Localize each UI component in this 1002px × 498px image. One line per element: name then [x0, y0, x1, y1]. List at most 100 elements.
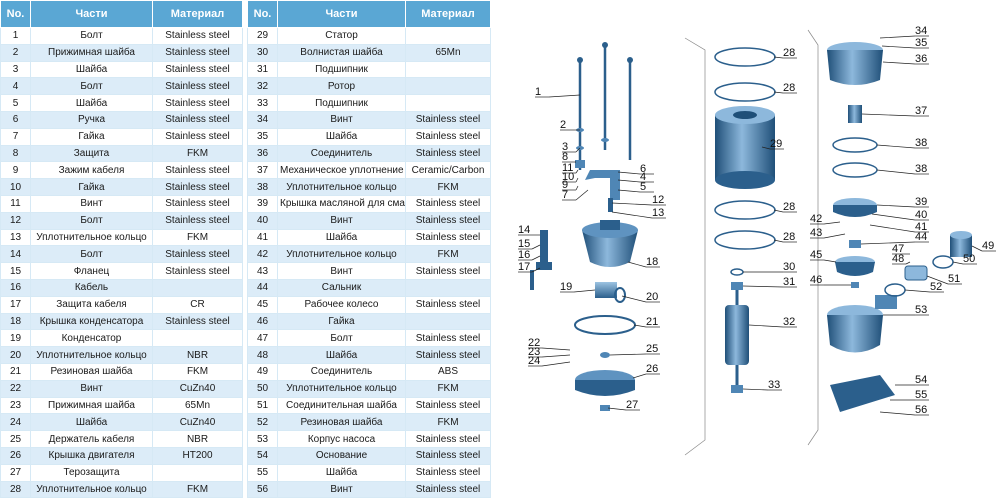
cell-material: FKM [152, 480, 243, 498]
callout-label: 7 [562, 189, 568, 201]
guide-lines [684, 29, 819, 456]
pump-housing-shape [827, 295, 897, 353]
cell-no: 34 [247, 110, 278, 129]
cell-part: Рабочее колесо [277, 295, 406, 314]
callout-line [876, 204, 916, 208]
cell-no: 19 [0, 329, 31, 348]
callout-label: 14 [518, 224, 530, 236]
cell-part: Соединитель [277, 144, 406, 163]
capacitor-shape [595, 282, 617, 298]
cell-part: Уплотнительное кольцо [277, 178, 406, 196]
header-material: Материал [152, 0, 243, 28]
cell-part: Сальник [277, 278, 406, 297]
cell-no: 21 [0, 362, 31, 381]
cell-material [405, 27, 491, 45]
cell-part: Винт [277, 480, 406, 498]
callout-line [575, 185, 579, 191]
callout-label: 16 [518, 249, 530, 261]
cell-part: Кабель [30, 278, 153, 297]
cell-no: 45 [247, 295, 278, 314]
callout-line [531, 255, 541, 261]
cell-material: Stainless steel [152, 43, 243, 62]
cell-material: ABS [405, 362, 491, 381]
cell-no: 6 [0, 110, 31, 129]
callout-label: 12 [652, 194, 664, 206]
cell-part: Прижимная шайба [30, 396, 153, 415]
callout-label: 50 [963, 253, 975, 265]
cell-material: Stainless steel [405, 194, 491, 213]
callout-line [882, 61, 916, 65]
base-shape [830, 375, 895, 412]
callout-label: 33 [768, 379, 780, 391]
cell-material: Stainless steel [405, 463, 491, 482]
cell-part: Болт [30, 245, 153, 264]
cell-no: 40 [247, 211, 278, 230]
callout-line [609, 353, 647, 356]
cell-material: Stainless steel [405, 480, 491, 498]
cell-material: 65Mn [405, 43, 491, 62]
cell-part: Винт [30, 379, 153, 398]
cell-no: 56 [247, 480, 278, 498]
handle-shape [585, 170, 620, 200]
callout-label: 55 [915, 389, 927, 401]
impeller-shape [835, 256, 875, 276]
cell-no: 38 [247, 178, 278, 196]
cell-part: Шайба [277, 228, 406, 247]
cell-part: Шайба [30, 413, 153, 432]
cell-no: 18 [0, 312, 31, 331]
cell-material: Stainless steel [152, 178, 243, 196]
cell-part: Уплотнительное кольцо [277, 245, 406, 264]
cell-no: 20 [0, 346, 31, 364]
cell-no: 39 [247, 194, 278, 213]
cell-material: Stainless steel [152, 127, 243, 146]
cell-material: Stainless steel [405, 329, 491, 348]
cell-material: Stainless steel [152, 94, 243, 112]
cell-material: Stainless steel [152, 211, 243, 230]
callout-line [607, 407, 627, 411]
callout-label: 24 [528, 355, 540, 367]
callout-line [617, 171, 641, 175]
callout-line [926, 275, 949, 285]
callout-label: 1 [535, 86, 541, 98]
cell-part: Фланец [30, 262, 153, 280]
callout-label: 47 [892, 243, 904, 255]
cell-material: Stainless steel [152, 312, 243, 331]
callout-line [748, 324, 784, 328]
callout-line [773, 56, 784, 59]
cell-material: Stainless steel [405, 144, 491, 163]
cell-material: Stainless steel [152, 161, 243, 180]
callout-line [617, 179, 641, 183]
cell-material: Stainless steel [405, 346, 491, 364]
stator-shape [715, 106, 775, 189]
cell-material: Stainless steel [405, 211, 491, 230]
rotor-shape [725, 290, 749, 385]
cell-no: 42 [247, 245, 278, 264]
cell-part: Крышка масляной для смазки [277, 194, 406, 213]
cell-no: 12 [0, 211, 31, 230]
bolts-group [578, 45, 632, 170]
cell-material: FKM [405, 413, 491, 432]
callout-label: 25 [646, 343, 658, 355]
callout-label: 15 [518, 238, 530, 250]
cell-part: Шайба [277, 127, 406, 146]
header-no: No. [0, 0, 31, 28]
